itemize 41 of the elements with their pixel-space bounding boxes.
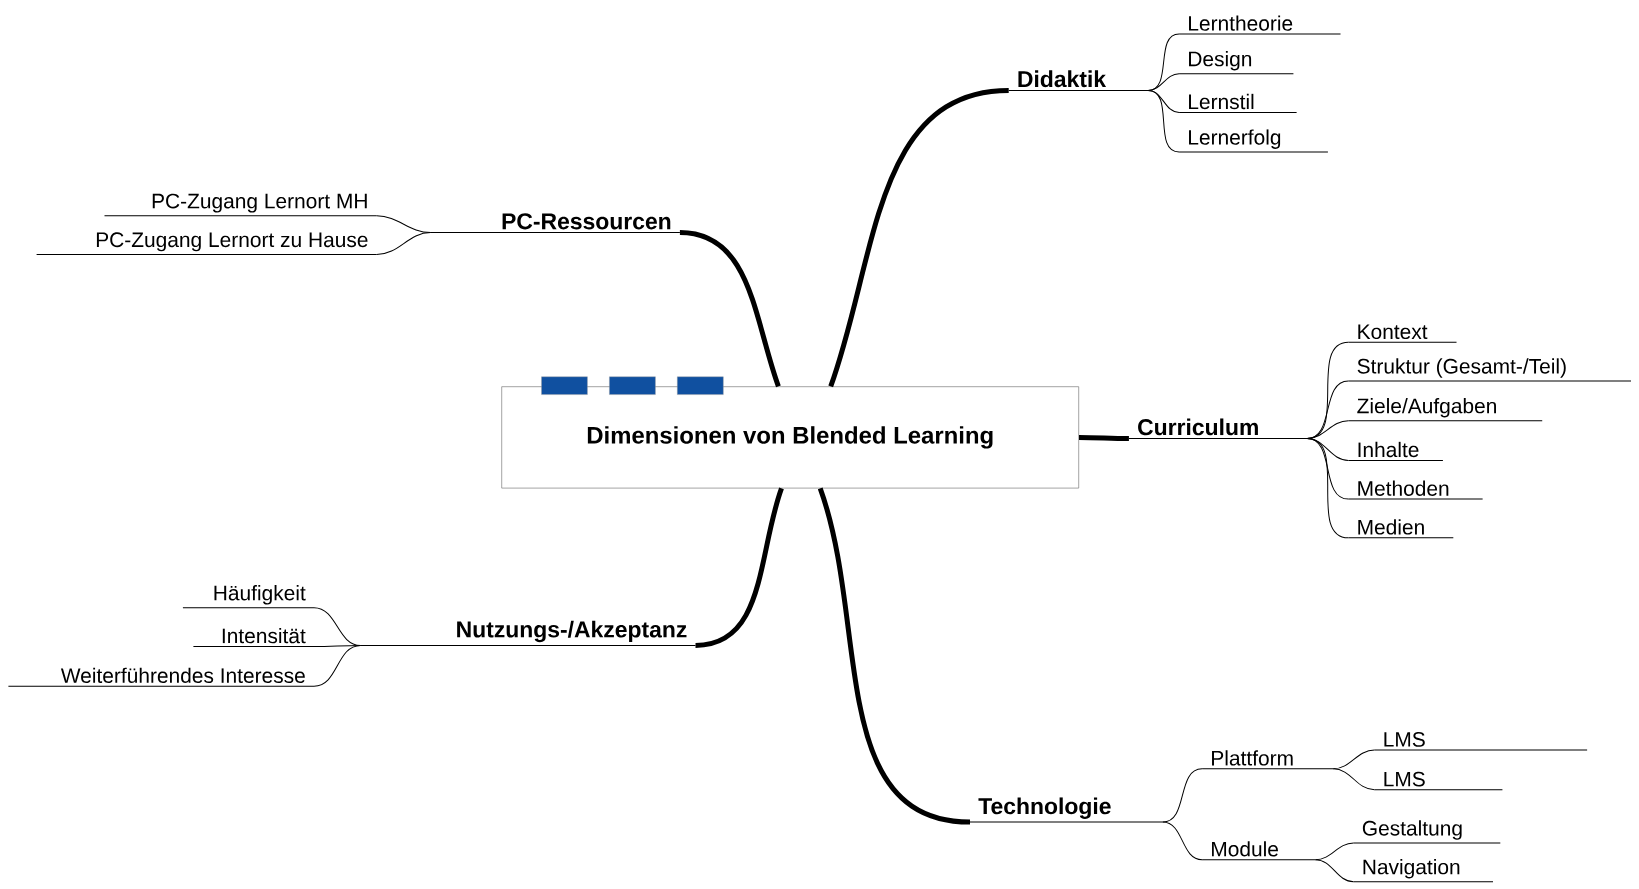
- branch-line: [1147, 73, 1180, 91]
- branch-line: [828, 87, 1009, 388]
- branch-label: Ziele/Aufgaben: [1347, 398, 1543, 422]
- branch-line: [817, 487, 971, 825]
- branch-line: [695, 487, 784, 648]
- branch-line: [1162, 768, 1203, 823]
- branch-label: Curriculum: [1128, 418, 1308, 439]
- branch-label: Struktur (Gesamt-/Teil): [1347, 358, 1632, 382]
- branch-line: [1162, 821, 1203, 861]
- branch-label: Lernerfolg: [1178, 129, 1329, 153]
- branch-label: Technologie: [969, 797, 1164, 823]
- branch-label: Gestaltung: [1353, 820, 1501, 844]
- branch-label: Kontext: [1347, 324, 1457, 343]
- branch-label: Inhalte: [1347, 441, 1444, 461]
- branch-label: Häufigkeit: [182, 585, 315, 609]
- branch-line: [376, 232, 432, 255]
- branch-label: Navigation: [1353, 859, 1494, 883]
- branch-label: Lerntheorie: [1178, 15, 1341, 35]
- branch-label: PC-Zugang Lernort MH: [104, 193, 378, 217]
- branch-label: PC-Ressourcen: [430, 213, 681, 234]
- branch-label: Weiterführendes Interesse: [7, 667, 315, 687]
- branch-label: Medien: [1347, 519, 1454, 539]
- branch-line: [1079, 434, 1129, 441]
- branch-label: LMS: [1374, 771, 1503, 791]
- branch-label: LMS: [1374, 732, 1588, 751]
- branch-line: [1306, 438, 1349, 539]
- branch-label: Didaktik: [1008, 70, 1149, 91]
- branch-label: PC-Zugang Lernort zu Hause: [36, 232, 378, 255]
- branch-label: Plattform: [1201, 750, 1334, 770]
- branch-label: Design: [1178, 51, 1294, 75]
- branch-label: Lernstil: [1178, 93, 1298, 113]
- branch-label: Module: [1201, 841, 1316, 861]
- branch-line: [313, 644, 362, 687]
- branch-label: Intensität: [192, 627, 315, 647]
- branch-label: Nutzungs-/Akzeptanz: [360, 620, 696, 646]
- title-box: Dimensionen von Blended Learning: [501, 386, 1079, 489]
- branch-label: Methoden: [1347, 480, 1484, 500]
- branch-line: [679, 230, 781, 388]
- branch-line: [1314, 859, 1355, 883]
- branch-line: [1147, 89, 1180, 153]
- branch-line: [1332, 768, 1375, 791]
